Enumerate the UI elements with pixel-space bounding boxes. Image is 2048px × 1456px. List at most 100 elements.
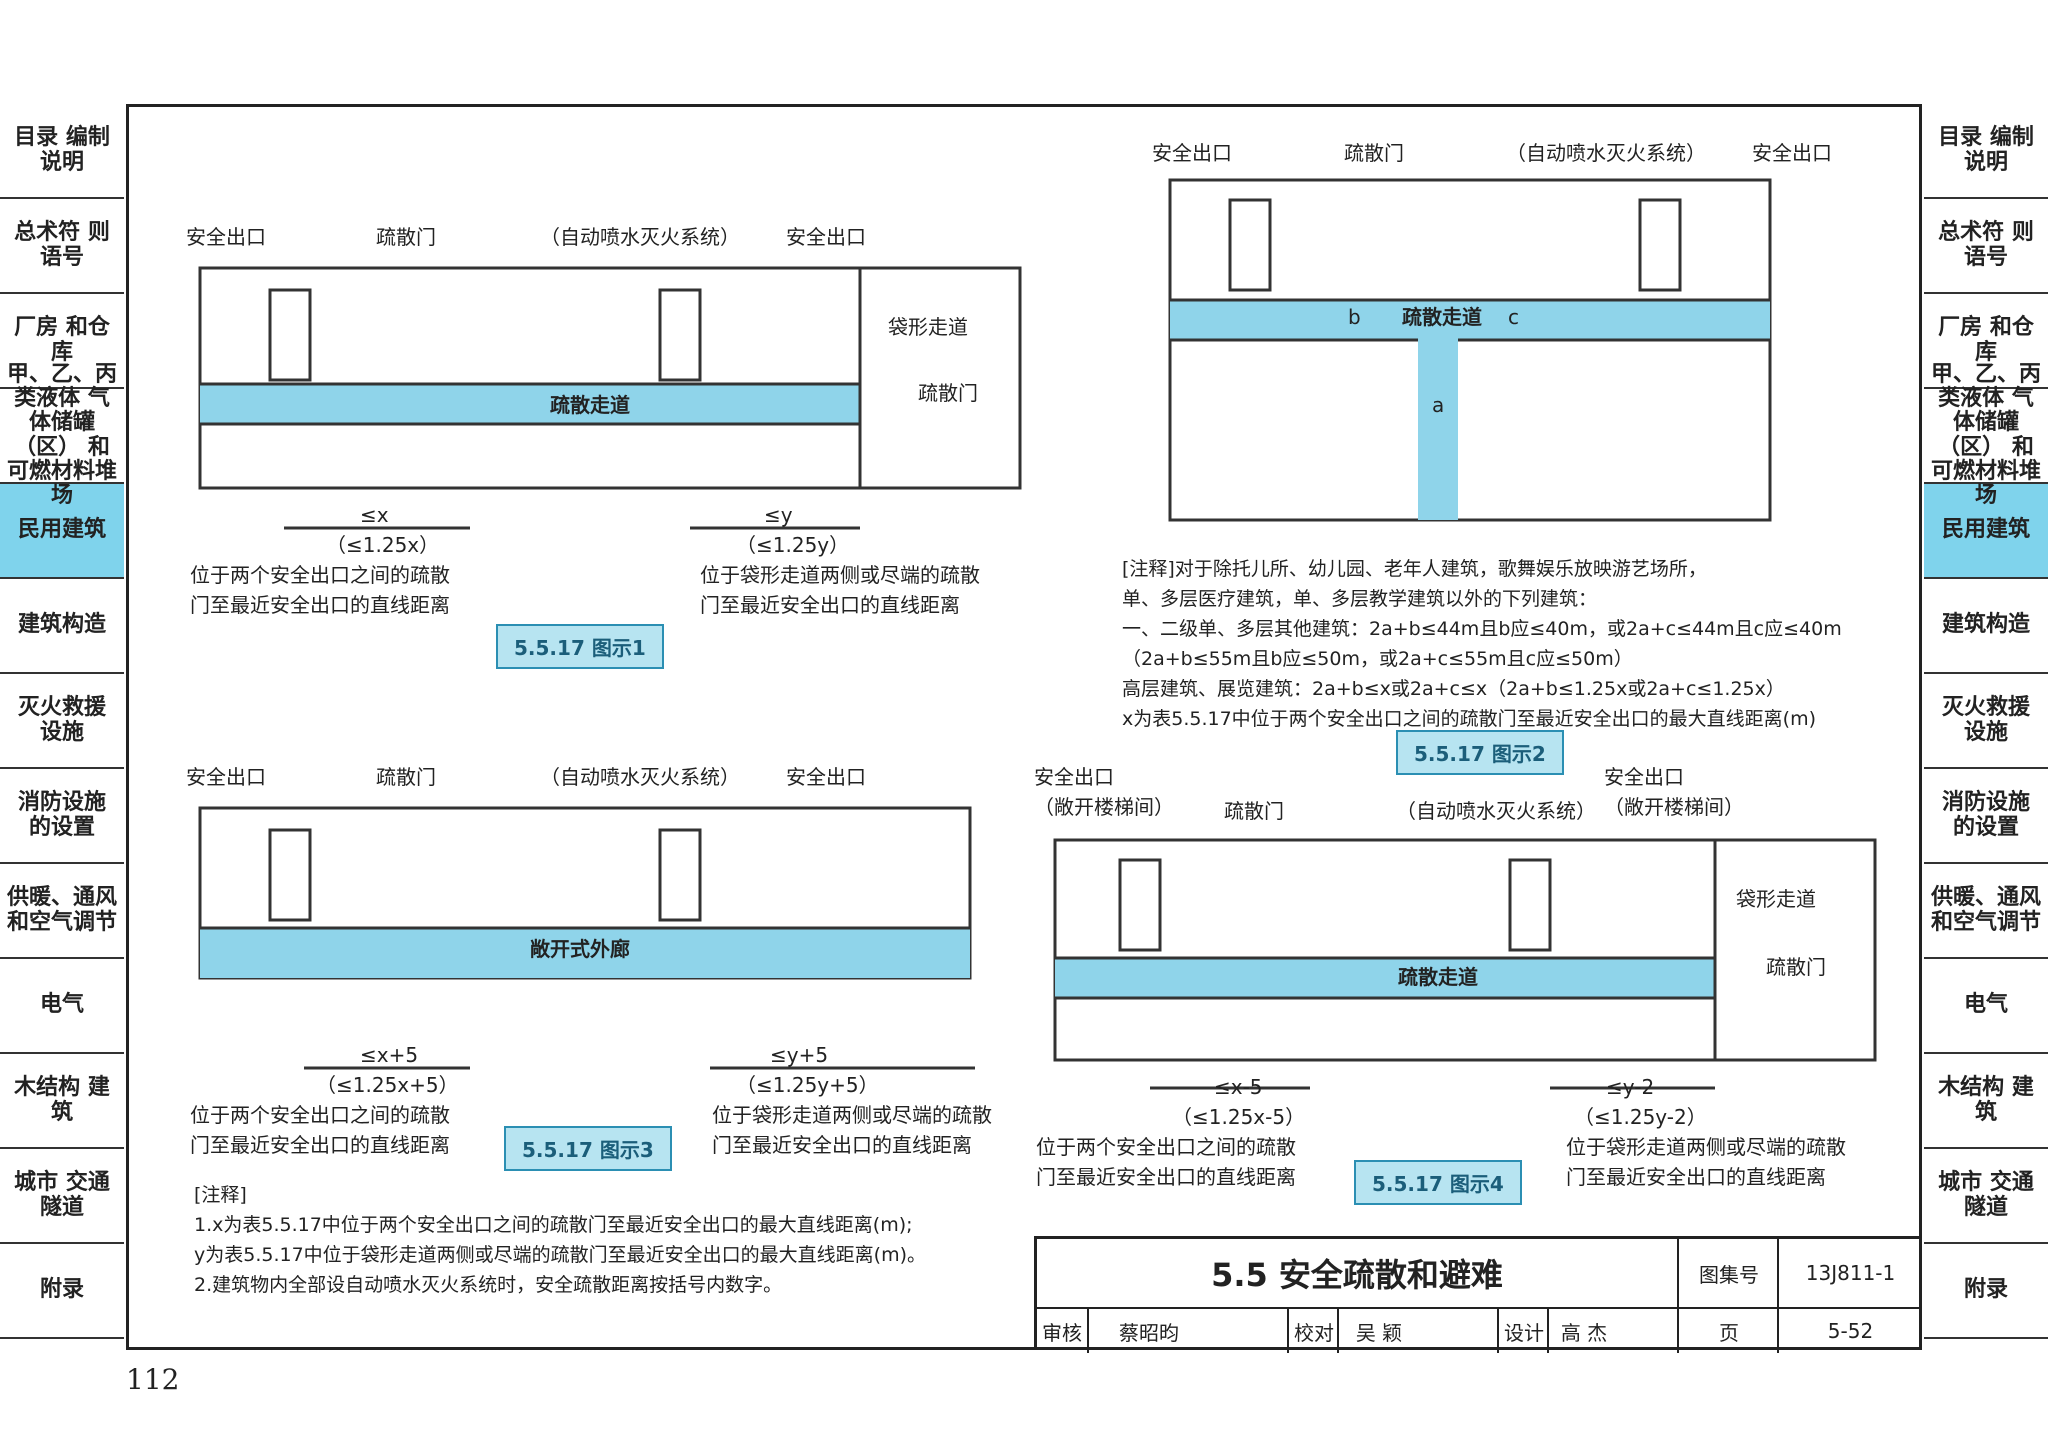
page-number: 112 <box>126 1363 180 1396</box>
sidebar-tab[interactable]: 城市 交通隧道 <box>0 1149 124 1244</box>
d2-exit-left: 安全出口 <box>1152 141 1232 165</box>
sidebar-tab[interactable]: 总术符 则语号 <box>1924 199 2048 294</box>
d1-dim-x: ≤x <box>360 503 389 527</box>
d4-door: 疏散门 <box>1224 799 1284 823</box>
d4-exit-left: 安全出口（敞开楼梯间） <box>1034 765 1174 819</box>
sidebar-tab[interactable]: 厂房 和仓库 <box>1924 294 2048 389</box>
d2-stair-left <box>1228 198 1272 292</box>
atlas-number: 13J811-1 <box>1777 1239 1922 1307</box>
d2-c: c <box>1508 305 1519 329</box>
sidebar-tab[interactable]: 城市 交通隧道 <box>1924 1149 2048 1244</box>
left-sidebar: 目录 编制说明总术符 则语号厂房 和仓库甲、乙、丙类液体 气体储罐（区） 和可燃… <box>0 104 124 1339</box>
d1-corridor-label: 疏散走道 <box>550 393 630 417</box>
reviewer: 蔡昭昀 <box>1087 1309 1209 1353</box>
d2-b: b <box>1348 305 1361 329</box>
d3-note-a: 位于两个安全出口之间的疏散门至最近安全出口的直线距离 <box>190 1103 450 1157</box>
sidebar-tab[interactable]: 消防设施 的设置 <box>0 769 124 864</box>
design-label: 设计 <box>1497 1309 1549 1353</box>
d3-sprinkler: （自动喷水灭火系统） <box>540 765 740 789</box>
d1-stair-right <box>658 288 702 382</box>
d4-dim-y2: （≤1.25y-2） <box>1574 1105 1707 1129</box>
d4-stair-right <box>1508 858 1552 952</box>
d4-exit-right: 安全出口（敞开楼梯间） <box>1604 765 1744 819</box>
d1-dim-y2: （≤1.25y） <box>736 533 850 557</box>
right-sidebar: 目录 编制说明总术符 则语号厂房 和仓库甲、乙、丙类液体 气体储罐（区） 和可燃… <box>1924 104 2048 1339</box>
sidebar-tab[interactable]: 电气 <box>1924 959 2048 1054</box>
d3-caption: 5.5.17 图示3 <box>504 1126 672 1171</box>
d2-a: a <box>1432 393 1445 417</box>
d4-corridor <box>1055 958 1715 998</box>
d2-note-line: 高层建筑、展览建筑：2a+b≤x或2a+c≤x（2a+b≤1.25x或2a+c≤… <box>1122 678 1785 700</box>
atlas-label: 图集号 <box>1677 1239 1779 1307</box>
sidebar-tab[interactable]: 目录 编制说明 <box>0 104 124 199</box>
d2-note-line: （2a+b≤55m且b应≤50m，或2a+c≤55m且c应≤50m） <box>1122 648 1633 670</box>
d4-sprinkler: （自动喷水灭火系统） <box>1396 799 1596 823</box>
check-label: 校对 <box>1287 1309 1339 1353</box>
sidebar-tab[interactable]: 电气 <box>0 959 124 1054</box>
d4-stair-left <box>1118 858 1162 952</box>
d3-dim-x: ≤x+5 <box>360 1043 419 1067</box>
sidebar-tab[interactable]: 木结构 建筑 <box>1924 1054 2048 1149</box>
d2-corridor-label: 疏散走道 <box>1402 305 1482 329</box>
sidebar-tab[interactable]: 目录 编制说明 <box>1924 104 2048 199</box>
sidebar-tab[interactable]: 木结构 建筑 <box>0 1054 124 1149</box>
d4-dim-y: ≤y-2 <box>1606 1075 1655 1099</box>
footnotes: [注释] 1.x为表5.5.17中位于两个安全出口之间的疏散门至最近安全出口的最大… <box>194 1180 926 1300</box>
d3-dim-y2: （≤1.25y+5） <box>736 1073 879 1097</box>
sheet-title: 5.5 安全疏散和避难 <box>1211 1256 1503 1294</box>
d2-corridor <box>1170 300 1770 340</box>
drawing-frame <box>126 104 1922 1350</box>
d3-exit-left: 安全出口 <box>186 765 266 789</box>
d2-note-line: x为表5.5.17中位于两个安全出口之间的疏散门至最近安全出口的最大直线距离(m… <box>1122 708 1817 730</box>
sidebar-tab[interactable]: 消防设施 的设置 <box>1924 769 2048 864</box>
designer: 高 杰 <box>1547 1309 1619 1353</box>
d4-dim-x2: （≤1.25x-5） <box>1172 1105 1306 1129</box>
sidebar-tab[interactable]: 建筑构造 <box>0 579 124 674</box>
page-label: 页 <box>1677 1309 1779 1353</box>
sidebar-tab[interactable]: 厂房 和仓库 <box>0 294 124 389</box>
d2-exit-right: 安全出口 <box>1752 141 1832 165</box>
d4-caption: 5.5.17 图示4 <box>1354 1160 1522 1205</box>
d2-door: 疏散门 <box>1344 141 1404 165</box>
sidebar-tab[interactable]: 供暖、通风 和空气调节 <box>1924 864 2048 959</box>
d4-note-a: 位于两个安全出口之间的疏散门至最近安全出口的直线距离 <box>1036 1135 1296 1189</box>
sidebar-tab[interactable]: 灭火救援 设施 <box>1924 674 2048 769</box>
d2-sprinkler: （自动喷水灭火系统） <box>1506 141 1706 165</box>
d4-dim-x: ≤x-5 <box>1214 1075 1263 1099</box>
sidebar-tab[interactable]: 供暖、通风 和空气调节 <box>0 864 124 959</box>
d1-door2: 疏散门 <box>918 381 978 405</box>
d3-stair-left <box>268 828 312 922</box>
d3-stair-right <box>658 828 702 922</box>
sidebar-tab[interactable]: 建筑构造 <box>1924 579 2048 674</box>
d3-note-b: 位于袋形走道两侧或尽端的疏散门至最近安全出口的直线距离 <box>712 1103 992 1157</box>
footnote-line: 1.x为表5.5.17中位于两个安全出口之间的疏散门至最近安全出口的最大直线距离… <box>194 1214 913 1236</box>
d4-door2: 疏散门 <box>1766 955 1826 979</box>
d4-note-b: 位于袋形走道两侧或尽端的疏散门至最近安全出口的直线距离 <box>1566 1135 1846 1189</box>
sidebar-tab[interactable]: 灭火救援 设施 <box>0 674 124 769</box>
d2-stair-right <box>1638 198 1682 292</box>
sidebar-tab[interactable]: 附录 <box>0 1244 124 1339</box>
d1-caption: 5.5.17 图示1 <box>496 624 664 669</box>
d2-note-line: 单、多层医疗建筑，单、多层教学建筑以外的下列建筑： <box>1122 588 1598 610</box>
d2-note-line: 一、二级单、多层其他建筑：2a+b≤44m且b应≤40m，或2a+c≤44m且c… <box>1122 618 1842 640</box>
d1-sprinkler: （自动喷水灭火系统） <box>540 225 740 249</box>
d2-outline <box>1168 178 1772 522</box>
d1-note-b: 位于袋形走道两侧或尽端的疏散门至最近安全出口的直线距离 <box>700 563 980 617</box>
d2-branch <box>1418 340 1458 520</box>
d3-dim-y: ≤y+5 <box>770 1043 829 1067</box>
d3-exit-right: 安全出口 <box>786 765 866 789</box>
d3-dim-x2: （≤1.25x+5） <box>316 1073 459 1097</box>
sidebar-tab[interactable]: 民用建筑 <box>0 484 124 579</box>
sidebar-tab[interactable]: 总术符 则语号 <box>0 199 124 294</box>
footnote-line: [注释] <box>194 1184 247 1206</box>
title-block: 5.5 安全疏散和避难 图集号 13J811-1 审核 蔡昭昀 校对 吴 颖 设… <box>1034 1236 1922 1353</box>
d1-exit-left: 安全出口 <box>186 225 266 249</box>
d2-note-line: [注释]对于除托儿所、幼儿园、老年人建筑，歌舞娱乐放映游艺场所， <box>1122 558 1707 580</box>
d1-stair-left <box>268 288 312 382</box>
d3-gallery-label: 敞开式外廊 <box>530 937 630 961</box>
d1-note-a: 位于两个安全出口之间的疏散门至最近安全出口的直线距离 <box>190 563 450 617</box>
d4-deadend: 袋形走道 <box>1736 887 1816 911</box>
sidebar-tab[interactable]: 附录 <box>1924 1244 2048 1339</box>
sidebar-tab[interactable]: 民用建筑 <box>1924 484 2048 579</box>
